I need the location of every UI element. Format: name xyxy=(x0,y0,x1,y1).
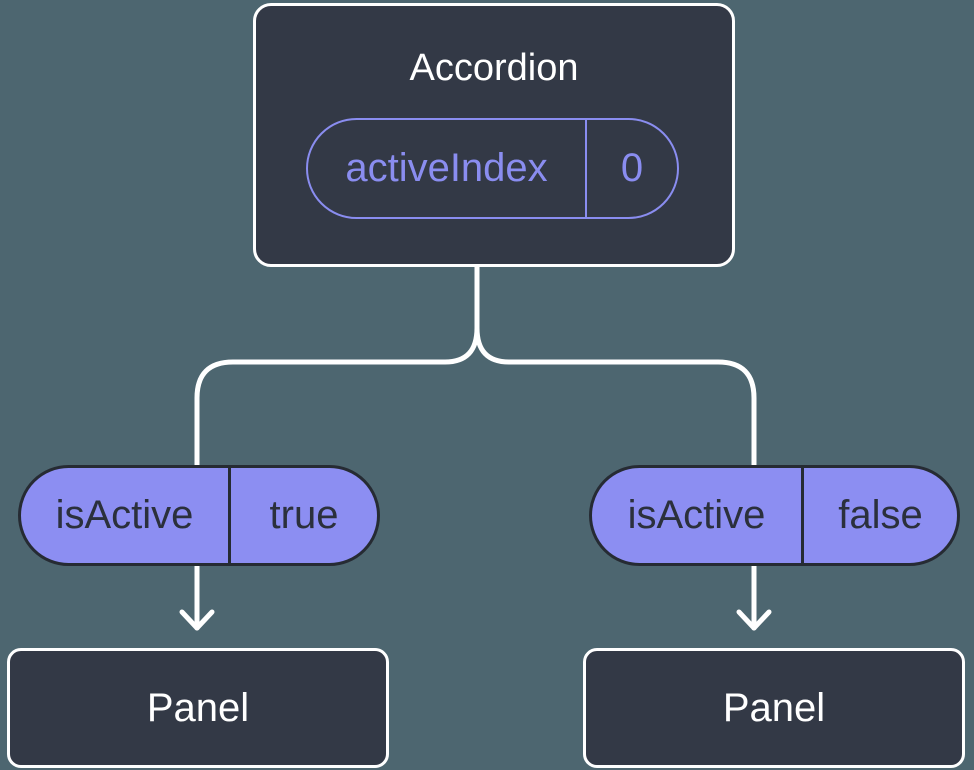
arrow-down-icon-right xyxy=(736,609,772,631)
connector-root-to-left-branch xyxy=(194,262,480,473)
prop-name-active-index: activeIndex xyxy=(345,146,548,190)
prop-name-is-active-right: isActive xyxy=(627,493,766,537)
prop-value-is-active-left: true xyxy=(228,468,377,563)
arrow-down-icon-left xyxy=(179,609,215,631)
panel-node-right-label: Panel xyxy=(722,685,826,730)
prop-name-is-active-left: isActive xyxy=(55,493,194,537)
connector-root-to-right-branch xyxy=(474,262,757,473)
is-active-prop-pill-right: isActive false xyxy=(589,465,960,566)
active-index-prop-pill: activeIndex 0 xyxy=(306,118,679,219)
is-active-prop-pill-left: isActive true xyxy=(18,465,380,566)
accordion-node: Accordion activeIndex 0 xyxy=(253,3,735,267)
prop-value-active-index: 0 xyxy=(585,120,677,217)
panel-node-left: Panel xyxy=(7,648,389,768)
prop-value-is-active-right: false xyxy=(801,468,957,563)
panel-node-right: Panel xyxy=(583,648,965,768)
panel-node-left-label: Panel xyxy=(146,685,250,730)
accordion-node-label: Accordion xyxy=(409,47,579,89)
